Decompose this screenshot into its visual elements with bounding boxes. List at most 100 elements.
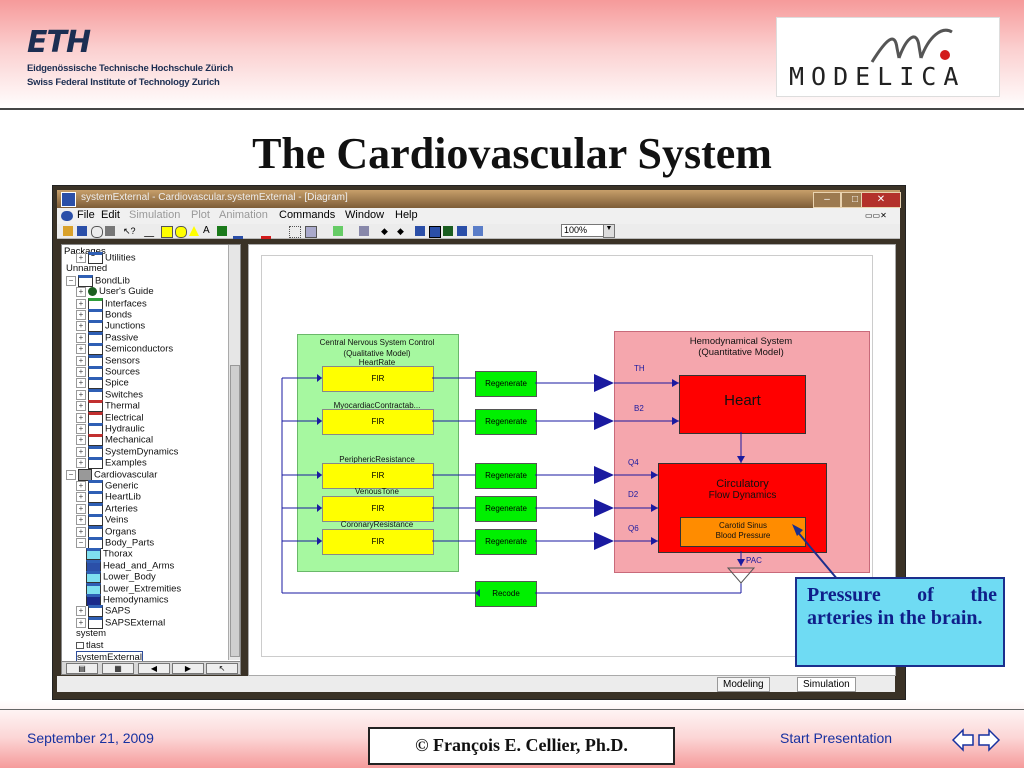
regenerate-3[interactable]: Regenerate — [475, 463, 537, 489]
text-tool-icon[interactable]: A — [203, 225, 210, 236]
expand-icon[interactable]: + — [76, 606, 86, 617]
expand-icon[interactable]: + — [76, 481, 86, 491]
fill-color-icon[interactable] — [261, 226, 271, 239]
carotid-sinus-block[interactable]: Carotid Sinus Blood Pressure — [680, 517, 806, 547]
modeling-mode-icon[interactable] — [415, 226, 425, 236]
check-icon[interactable] — [333, 226, 343, 236]
tree-item[interactable]: +Junctions — [76, 320, 145, 333]
search-icon[interactable] — [91, 226, 103, 238]
menu-window[interactable]: Window — [345, 209, 385, 221]
tree-item[interactable]: +SAPSExternal — [76, 616, 165, 629]
tree-item[interactable]: +Switches — [76, 388, 143, 401]
tree-item[interactable]: +Bonds — [76, 309, 132, 321]
icon-view-icon[interactable] — [473, 226, 483, 236]
polygon-tool-icon[interactable] — [189, 226, 199, 236]
grid-icon[interactable] — [289, 226, 301, 238]
tree-item[interactable]: +Arteries — [76, 502, 138, 515]
expand-icon[interactable]: + — [76, 515, 86, 526]
expand-icon[interactable]: − — [76, 538, 86, 548]
tree-item[interactable]: −BondLib — [66, 274, 130, 287]
tree-item[interactable]: +Sources — [76, 366, 140, 378]
expand-icon[interactable]: + — [76, 435, 86, 446]
package-scrollbar[interactable] — [228, 245, 240, 660]
recode-block[interactable]: Recode — [475, 581, 537, 607]
expand-icon[interactable]: + — [76, 503, 86, 514]
expand-icon[interactable]: − — [66, 275, 76, 286]
tree-item[interactable]: −Cardiovascular — [66, 468, 157, 481]
tree-item[interactable]: +Electrical — [76, 411, 144, 424]
scrollbar-thumb[interactable] — [230, 365, 240, 657]
tree-item[interactable]: +Veins — [76, 514, 128, 527]
tree-item[interactable]: +Mechanical — [76, 434, 153, 447]
menu-app-icon[interactable] — [61, 211, 73, 221]
open-icon[interactable] — [63, 226, 73, 236]
tree-item[interactable]: +User's Guide — [76, 286, 154, 297]
expand-icon[interactable]: + — [76, 367, 86, 377]
text-view-icon[interactable] — [457, 226, 467, 236]
expand-icon[interactable]: + — [76, 389, 86, 400]
window-titlebar[interactable]: systemExternal - Cardiovascular.systemEx… — [57, 190, 901, 208]
menu-animation[interactable]: Animation — [219, 209, 268, 221]
expand-icon[interactable]: + — [76, 310, 86, 320]
nav-arrows-icon[interactable] — [951, 726, 1001, 754]
line-color-icon[interactable] — [233, 226, 243, 239]
expand-icon[interactable]: + — [76, 253, 86, 263]
nav-back-button[interactable]: ◀ — [138, 663, 170, 674]
line-tool-icon[interactable] — [143, 226, 161, 237]
minimize-button[interactable]: – — [813, 192, 841, 208]
tree-item[interactable]: +Spice — [76, 377, 129, 390]
heart-block[interactable]: Heart — [679, 375, 806, 434]
info-view-icon[interactable] — [443, 226, 453, 236]
expand-icon[interactable]: − — [66, 469, 76, 480]
expand-icon[interactable]: + — [76, 492, 86, 503]
tree-item[interactable]: Unnamed — [66, 263, 107, 274]
regenerate-4[interactable]: Regenerate — [475, 496, 537, 522]
expand-icon[interactable]: + — [76, 424, 86, 434]
tree-item[interactable]: −Body_Parts — [76, 537, 154, 549]
tree-item[interactable]: +HeartLib — [76, 491, 141, 504]
regenerate-5[interactable]: Regenerate — [475, 529, 537, 555]
expand-icon[interactable]: + — [76, 332, 86, 343]
fir-peripheric[interactable]: FIR — [322, 463, 434, 489]
menu-file[interactable]: File — [77, 209, 95, 221]
tree-item[interactable]: +Semiconductors — [76, 343, 173, 356]
menu-commands[interactable]: Commands — [279, 209, 336, 221]
tree-item[interactable]: +Interfaces — [76, 297, 147, 310]
forward-icon[interactable]: ◆ — [397, 226, 404, 236]
expand-icon[interactable]: + — [76, 617, 86, 628]
expand-icon[interactable]: + — [76, 446, 86, 457]
tab-simulation[interactable]: Simulation — [797, 677, 856, 692]
tree-item[interactable]: tlast — [76, 640, 103, 651]
close-button[interactable]: ✕ — [861, 192, 901, 208]
tree-item[interactable]: Thorax — [86, 548, 133, 561]
tree-item[interactable]: +Examples — [76, 457, 147, 470]
expand-icon[interactable]: + — [76, 286, 86, 297]
package-view-button[interactable]: ▤ — [66, 663, 98, 674]
nav-up-button[interactable]: ↖ — [206, 663, 238, 674]
tree-item[interactable]: Lower_Body — [86, 571, 156, 584]
expand-icon[interactable]: + — [76, 321, 86, 332]
mdi-controls[interactable]: ▭▭✕ — [865, 211, 887, 220]
regenerate-2[interactable]: Regenerate — [475, 409, 537, 435]
menu-simulation[interactable]: Simulation — [129, 209, 181, 221]
rectangle-tool-icon[interactable] — [161, 226, 173, 238]
back-icon[interactable]: ◆ — [381, 226, 388, 236]
tree-item[interactable]: system — [76, 628, 106, 639]
tree-item[interactable]: +Thermal — [76, 400, 140, 413]
start-presentation-link[interactable]: Start Presentation — [780, 730, 893, 746]
tree-item[interactable]: +SAPS — [76, 605, 130, 618]
tree-item[interactable]: +Passive — [76, 331, 138, 344]
regenerate-1[interactable]: Regenerate — [475, 371, 537, 397]
expand-icon[interactable]: + — [76, 344, 86, 355]
diagram-view-icon[interactable] — [429, 226, 441, 238]
tree-item[interactable]: Head_and_Arms — [86, 559, 174, 572]
tree-item[interactable]: +Hydraulic — [76, 423, 145, 435]
tree-item[interactable]: +Utilities — [76, 252, 136, 264]
tree-item[interactable]: +SystemDynamics — [76, 445, 178, 458]
bitmap-tool-icon[interactable] — [217, 226, 227, 236]
expand-icon[interactable]: + — [76, 526, 86, 537]
menu-plot[interactable]: Plot — [191, 209, 210, 221]
chevron-down-icon[interactable]: ▼ — [603, 224, 615, 238]
tree-item[interactable]: +Sensors — [76, 354, 140, 367]
help-pointer-icon[interactable]: ↖? — [123, 226, 136, 236]
